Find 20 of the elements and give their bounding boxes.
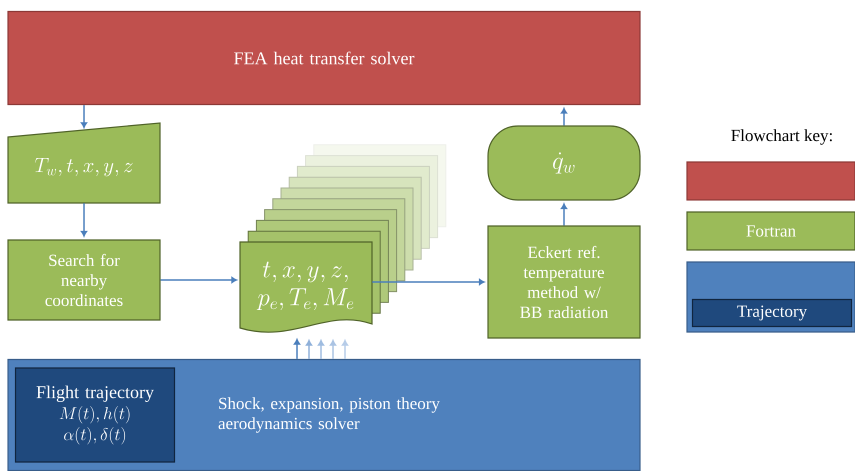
arrow [318,340,324,359]
arrow [80,105,88,128]
arrow [560,203,568,226]
arrow [160,276,238,284]
key-box: Trajectory [692,298,852,328]
process-box: Eckert ref. temperature method w/ BB radiation [487,225,641,339]
arrow [306,340,312,359]
arrow [372,278,485,286]
manual-input-box: $T_w,t,x,y,z$ [7,122,161,204]
process-box: Search for nearby coordinates [7,239,161,321]
key-box: Fortran [686,211,855,251]
arrow [294,338,300,359]
arrow [342,340,348,359]
key-box [686,161,855,201]
arrow [560,108,568,126]
trajectory-box: Flight trajectory $M(t),h(t)$ $\alpha(t),\delta(t)$ [14,367,176,463]
key-heading: Flowchart key: [731,129,832,145]
solver-band: FEA heat transfer solver [7,10,641,106]
arrow [80,203,88,237]
arrow [330,340,336,359]
